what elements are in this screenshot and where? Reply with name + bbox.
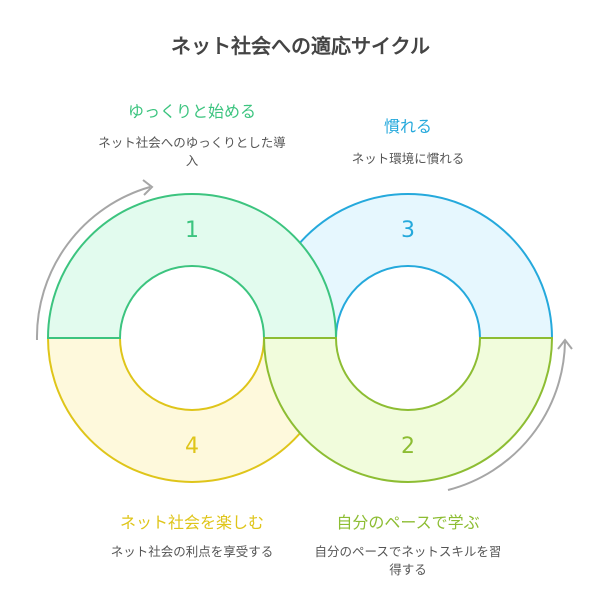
step-4-number: 4 bbox=[185, 434, 199, 459]
diagram-title: ネット社会への適応サイクル bbox=[171, 34, 430, 58]
step-4-desc: ネット社会の利点を享受する bbox=[110, 544, 274, 559]
arrowhead-left-icon bbox=[142, 179, 154, 196]
cycle-arrow-right bbox=[447, 341, 566, 491]
step-3-desc: ネット環境に慣れる bbox=[351, 151, 465, 166]
step-2-number: 2 bbox=[401, 434, 415, 459]
segment-2 bbox=[262, 337, 554, 483]
arrowhead-right-icon bbox=[557, 338, 573, 350]
step-1-number: 1 bbox=[185, 218, 199, 243]
step-2-desc: 自分のペースでネットスキルを習得する bbox=[314, 544, 502, 577]
step-3-number: 3 bbox=[401, 218, 415, 243]
step-1-heading: ゆっくりと始める bbox=[127, 102, 256, 121]
step-3-heading: 慣れる bbox=[383, 117, 432, 136]
step-1-desc: ネット社会へのゆっくりとした導入 bbox=[98, 135, 286, 168]
segment-3 bbox=[262, 193, 554, 339]
segment-1 bbox=[46, 193, 338, 339]
cycle-arrow-left bbox=[35, 186, 151, 341]
step-2-heading: 自分のペースで学ぶ bbox=[336, 513, 480, 532]
step-4-heading: ネット社会を楽しむ bbox=[119, 513, 264, 532]
